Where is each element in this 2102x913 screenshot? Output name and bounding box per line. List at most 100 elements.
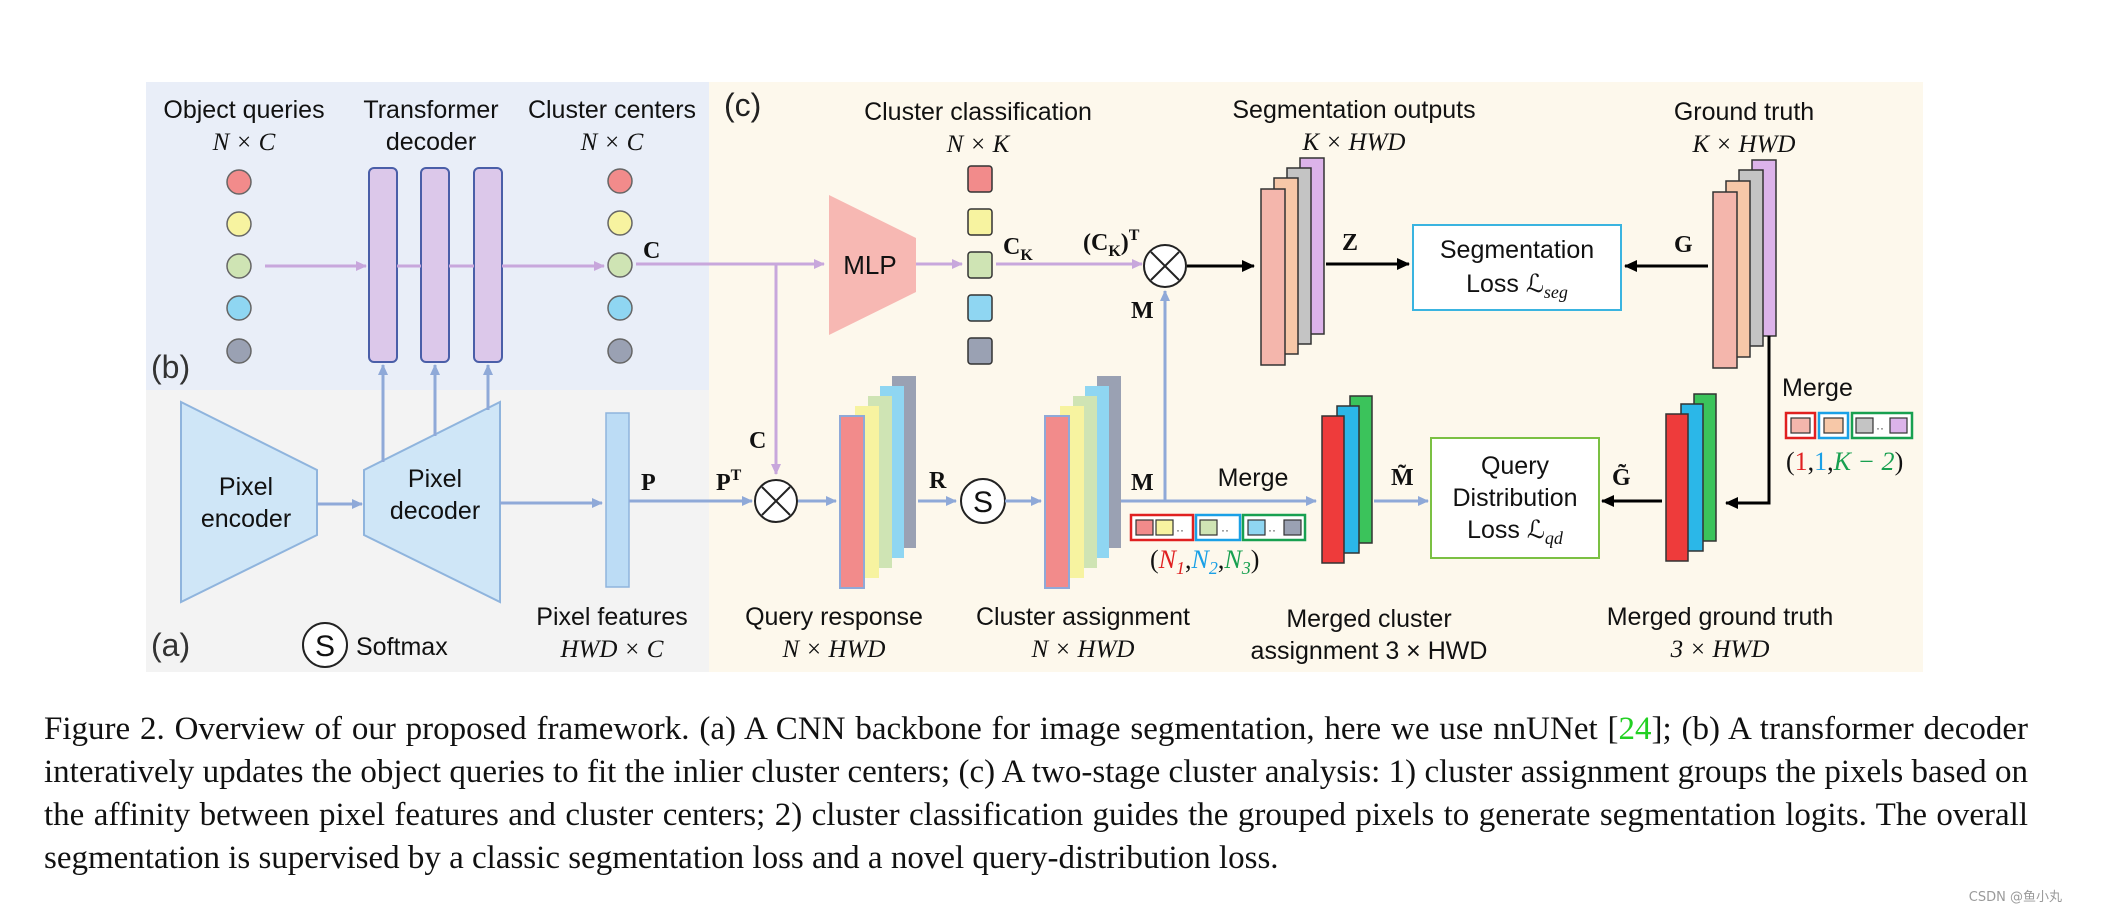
symbol-p: P bbox=[641, 470, 656, 496]
query-circle-2 bbox=[226, 211, 252, 237]
merged-ground-truth-stack bbox=[1665, 393, 1717, 562]
svg-text:S: S bbox=[315, 630, 335, 663]
merged-cluster-layer-1 bbox=[1321, 415, 1345, 564]
multiply-icon-bottom bbox=[754, 479, 798, 523]
object-queries bbox=[226, 169, 252, 364]
panel-label-a: (a) bbox=[151, 627, 190, 663]
arrow-gt-merge bbox=[1725, 336, 1771, 509]
panel-label-c: (c) bbox=[724, 87, 761, 123]
pixel-encoder bbox=[180, 400, 318, 604]
center-circle-4 bbox=[607, 295, 633, 321]
seg-loss-line-1: Segmentation bbox=[1440, 236, 1594, 264]
gt-merge-groups: ·· bbox=[1784, 411, 1914, 440]
symbol-m-right: M bbox=[1131, 470, 1154, 496]
transformer-decoder-label-2: decoder bbox=[386, 128, 476, 156]
query-circle-1 bbox=[226, 169, 252, 195]
query-circle-5 bbox=[226, 338, 252, 364]
transformer-decoder-label-1: Transformer bbox=[363, 96, 498, 124]
query-response-dim: N × HWD bbox=[782, 636, 886, 663]
ground-truth-dim: K × HWD bbox=[1692, 131, 1796, 158]
symbol-g-tilde: G̃ bbox=[1612, 465, 1631, 491]
qd-loss-line-1: Query bbox=[1481, 452, 1550, 480]
segmentation-outputs-stack bbox=[1260, 157, 1325, 366]
ground-truth-label: Ground truth bbox=[1674, 98, 1814, 126]
pixel-features-label: Pixel features bbox=[536, 603, 687, 631]
cluster-classification-dim: N × K bbox=[946, 131, 1011, 158]
class-square-4 bbox=[967, 294, 993, 322]
caption-text-1: Figure 2. Overview of our proposed frame… bbox=[44, 711, 1619, 747]
pixel-decoder-label-2: decoder bbox=[390, 497, 480, 525]
class-square-1 bbox=[967, 165, 993, 193]
class-square-5 bbox=[967, 337, 993, 365]
watermark: CSDN @鱼小丸 bbox=[1968, 890, 2062, 905]
symbol-p-transpose: PT bbox=[716, 467, 742, 496]
cluster-centers-dim: N × C bbox=[580, 129, 644, 156]
multiply-icon-top bbox=[1143, 244, 1187, 288]
cluster-centers bbox=[607, 168, 633, 364]
cluster-merge-counts: (N1,N2,N3) bbox=[1150, 545, 1259, 578]
pixel-encoder-label-2: encoder bbox=[201, 505, 291, 533]
center-circle-1 bbox=[607, 168, 633, 194]
caption-text-2: ]; (b) A transformer decoder interativel… bbox=[44, 711, 2028, 876]
gt-layer-1 bbox=[1712, 191, 1738, 369]
segmentation-outputs-label: Segmentation outputs bbox=[1232, 96, 1475, 124]
segmentation-outputs-dim: K × HWD bbox=[1302, 129, 1406, 156]
cluster-group-3-dots: ·· bbox=[1268, 523, 1276, 537]
qd-loss-line-2: Distribution bbox=[1452, 484, 1577, 512]
merged-gt-layer-1 bbox=[1665, 413, 1689, 562]
softmax-legend-icon: S bbox=[302, 622, 348, 668]
symbol-g: G bbox=[1674, 232, 1693, 258]
softmax-icon: S bbox=[960, 478, 1006, 524]
cluster-assignment-dim: N × HWD bbox=[1031, 636, 1135, 663]
center-circle-3 bbox=[607, 252, 633, 278]
decoder-layer-1 bbox=[368, 167, 398, 363]
merged-cluster-label-1: Merged cluster bbox=[1286, 605, 1451, 633]
object-queries-label: Object queries bbox=[163, 96, 324, 124]
symbol-m-up: M bbox=[1131, 298, 1154, 324]
merged-cluster-stack bbox=[1321, 395, 1373, 564]
merge-label-cluster: Merge bbox=[1218, 464, 1289, 492]
merge-label-gt: Merge bbox=[1782, 374, 1853, 402]
query-response-layer-1 bbox=[839, 415, 865, 589]
query-circle-4 bbox=[226, 295, 252, 321]
merged-ground-truth-dim: 3 × HWD bbox=[1670, 636, 1770, 663]
pixel-decoder bbox=[363, 400, 501, 604]
panel-label-b: (b) bbox=[151, 349, 190, 385]
query-response-stack bbox=[839, 376, 916, 589]
center-circle-2 bbox=[607, 210, 633, 236]
class-square-2 bbox=[967, 208, 993, 236]
pixel-features-dim: HWD × C bbox=[560, 636, 664, 663]
gt-merge-counts: (1,1,K − 2) bbox=[1786, 447, 1903, 476]
cluster-group-2-dots: ·· bbox=[1221, 523, 1229, 537]
pixel-features-bar bbox=[605, 412, 630, 588]
query-response-label: Query response bbox=[745, 603, 923, 631]
symbol-z: Z bbox=[1342, 230, 1358, 256]
center-circle-5 bbox=[607, 338, 633, 364]
cluster-group-1-dots: ·· bbox=[1176, 523, 1184, 537]
ground-truth-stack bbox=[1712, 159, 1777, 369]
class-square-3 bbox=[967, 251, 993, 279]
symbol-r: R bbox=[929, 468, 947, 494]
svg-text:S: S bbox=[973, 486, 993, 519]
mlp-block bbox=[829, 195, 916, 335]
gt-group-3-dots: ·· bbox=[1876, 421, 1884, 435]
pixel-encoder-label-1: Pixel bbox=[219, 473, 273, 501]
caption-citation-link[interactable]: 24 bbox=[1618, 711, 1652, 747]
symbol-ck-transpose: (CK)T bbox=[1083, 227, 1140, 260]
query-circle-3 bbox=[226, 253, 252, 279]
segmentation-loss-box bbox=[1412, 224, 1622, 311]
merged-cluster-label-2: assignment 3 × HWD bbox=[1251, 637, 1488, 665]
query-distribution-loss-box bbox=[1430, 437, 1600, 559]
symbol-c-top: C bbox=[643, 238, 660, 264]
qd-loss-line-3: Loss ℒqd bbox=[1467, 516, 1564, 548]
framework-diagram: (b) (a) (c) Object queries N × C Transfo… bbox=[146, 82, 1923, 672]
pixel-decoder-label-1: Pixel bbox=[408, 465, 462, 493]
cluster-merge-groups: ·· ·· ·· bbox=[1129, 513, 1307, 542]
mlp-label: MLP bbox=[843, 250, 896, 280]
seg-loss-line-2: Loss ℒseg bbox=[1466, 270, 1568, 302]
softmax-legend-label: Softmax bbox=[356, 633, 448, 661]
decoder-layer-3 bbox=[473, 167, 503, 363]
merged-ground-truth-label: Merged ground truth bbox=[1607, 603, 1834, 631]
seg-output-layer-1 bbox=[1260, 188, 1286, 366]
decoder-layer-2 bbox=[420, 167, 450, 363]
